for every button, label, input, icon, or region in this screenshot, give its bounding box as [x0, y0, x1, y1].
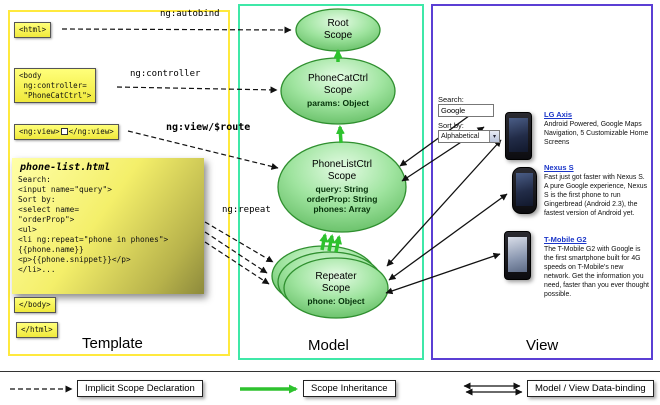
ng-repeat-label: ng:repeat: [222, 205, 271, 215]
phonelistctrl-scope-label: PhoneListCtrl Scope query: String orderP…: [278, 159, 406, 215]
phone-description: Android Powered, Google Maps Navigation,…: [544, 121, 649, 146]
sort-select-value: Alphabetical: [441, 133, 480, 140]
root-scope-label: Root Scope: [296, 18, 380, 41]
ng-autobind-label: ng:autobind: [160, 9, 220, 19]
view-placeholder-icon: [60, 128, 68, 136]
phone-list-template-note: phone-list.html Search: <input name="que…: [12, 158, 204, 294]
scope-title: PhoneCatCtrl Scope: [307, 73, 369, 96]
implicit-arrow-ng-view: [127, 130, 279, 170]
inheritance-arrow-list-to-cat: [335, 125, 345, 144]
phone-link[interactable]: T-Mobile G2: [544, 235, 587, 244]
ng-view-open-text: <ng:view>: [19, 127, 60, 136]
ng-view-route-label: ng:view/$route: [166, 122, 251, 133]
ng-view-close-text: </ng:view>: [68, 127, 114, 136]
body-open-tag: <body ng:controller= "PhoneCatCtrl">: [14, 68, 97, 104]
implicit-arrow-ng-repeat-2: [204, 231, 268, 274]
implicit-arrow-ng-repeat-3: [204, 241, 270, 285]
databinding-arrow-phone-2: [388, 193, 508, 281]
phone-screen: [516, 173, 533, 206]
template-column-frame: [8, 10, 230, 356]
databinding-arrow-phone-3: [385, 252, 501, 295]
scope-properties: query: String orderProp: String phones: …: [306, 184, 378, 215]
note-title: phone-list.html: [20, 162, 111, 173]
scope-properties: params: Object: [307, 98, 369, 108]
repeater-scope-label: Repeater Scope phone: Object: [284, 271, 388, 306]
phone-screen: [509, 118, 528, 152]
legend-model-view-data-binding: Model / View Data-binding: [527, 380, 654, 397]
phone-link[interactable]: LG Axis: [544, 110, 573, 119]
implicit-arrow-ng-autobind: [61, 26, 292, 34]
body-close-tag: </body>: [14, 297, 56, 313]
legend-separator: [0, 371, 660, 372]
phone-description: Fast just got faster with Nexus S. A pur…: [544, 174, 648, 217]
sort-label: Sort by:: [438, 121, 464, 130]
phonecatctrl-scope-label: PhoneCatCtrl Scope params: Object: [281, 73, 395, 108]
model-column-label: Model: [308, 337, 349, 354]
phone-screen: [508, 237, 527, 272]
phone-description: The T-Mobile G2 with Google is the first…: [544, 246, 649, 298]
phone-listing-tmobile-g2: T-Mobile G2 The T-Mobile G2 with Google …: [544, 235, 650, 300]
legend-implicit-scope-declaration: Implicit Scope Declaration: [77, 380, 203, 397]
template-column-label: Template: [82, 335, 143, 352]
note-code: Search: <input name="query"> Sort by: <s…: [18, 175, 169, 274]
scope-properties: phone: Object: [307, 296, 365, 306]
inheritance-arrow-repeater-1: [319, 233, 329, 251]
inheritance-arrow-repeater-3: [333, 235, 343, 253]
html-open-tag: <html>: [14, 22, 52, 38]
phone-image-tmobile-g2: [504, 231, 531, 280]
phone-listing-nexus-s: Nexus S Fast just got faster with Nexus …: [544, 163, 650, 219]
scope-title: Root Scope: [323, 18, 353, 41]
html-close-tag: </html>: [16, 322, 58, 338]
sort-select[interactable]: Alphabetical ▾: [438, 130, 500, 143]
phone-link[interactable]: Nexus S: [544, 163, 574, 172]
ng-controller-label: ng:controller: [130, 69, 201, 79]
implicit-arrow-ng-controller: [116, 86, 278, 94]
phone-listing-lg-axis: LG Axis Android Powered, Google Maps Nav…: [544, 110, 650, 148]
phone-image-nexus-s: [512, 167, 537, 214]
search-label: Search:: [438, 95, 464, 104]
legend-scope-inheritance: Scope Inheritance: [303, 380, 396, 397]
search-input[interactable]: [438, 104, 494, 117]
dropdown-arrow-icon: ▾: [489, 131, 499, 142]
ng-view-tag: <ng:view> </ng:view>: [14, 124, 119, 140]
scope-title: PhoneListCtrl Scope: [311, 159, 373, 182]
view-column-label: View: [526, 337, 559, 354]
inheritance-arrow-repeater-2: [326, 234, 336, 252]
implicit-arrow-ng-repeat-1: [204, 221, 274, 263]
phone-image-lg-axis: [505, 112, 532, 160]
scope-title: Repeater Scope: [315, 271, 357, 294]
